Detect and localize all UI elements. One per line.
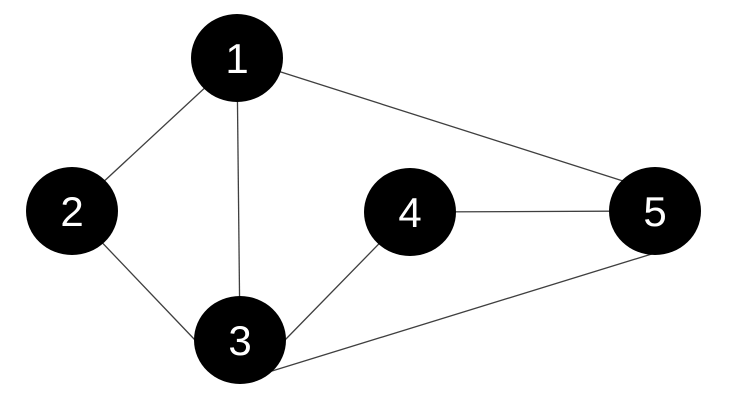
graph-node-4: 4 [364,168,456,256]
graph-node-label-2: 2 [60,188,83,235]
graph-edge-1-5 [236,57,624,182]
graph-node-label-1: 1 [225,35,248,82]
graph-edge-1-3 [236,57,241,341]
graph-node-3: 3 [194,296,286,384]
graph-node-1: 1 [191,14,283,102]
graph-node-circle-2 [26,167,118,255]
graph-edge-3-5 [271,252,656,372]
graph-node-5: 5 [609,167,701,255]
graph-node-label-4: 4 [398,189,421,236]
graph-node-circle-3 [194,296,286,384]
graph-node-circle-4 [364,168,456,256]
graph-node-circle-5 [609,167,701,255]
graph-node-label-3: 3 [228,317,251,364]
graph-node-label-5: 5 [643,188,666,235]
graph-node-2: 2 [26,167,118,255]
graph-node-circle-1 [191,14,283,102]
